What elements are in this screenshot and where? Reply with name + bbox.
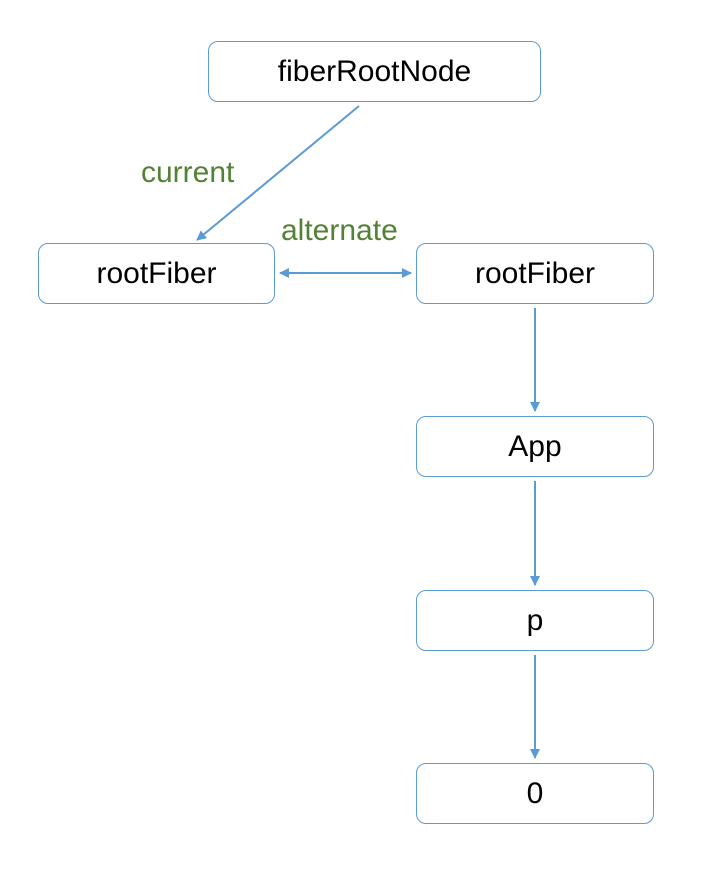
edge-label-current: current [141,156,235,189]
node-label: App [508,429,562,463]
edge-label-alternate: alternate [281,214,398,247]
node-fiber-root-node: fiberRootNode [208,41,541,102]
node-app: App [416,416,654,477]
node-p: p [416,590,654,651]
node-label: rootFiber [474,256,596,290]
node-label: rootFiber [96,256,217,290]
node-label: fiberRootNode [277,54,472,88]
node-label: 0 [526,776,544,810]
edge-current [196,105,360,241]
node-label: p [526,603,544,637]
node-root-fiber-current: rootFiber [38,243,275,304]
node-text-zero: 0 [416,763,654,824]
node-root-fiber-wip: rootFiber [416,243,654,304]
